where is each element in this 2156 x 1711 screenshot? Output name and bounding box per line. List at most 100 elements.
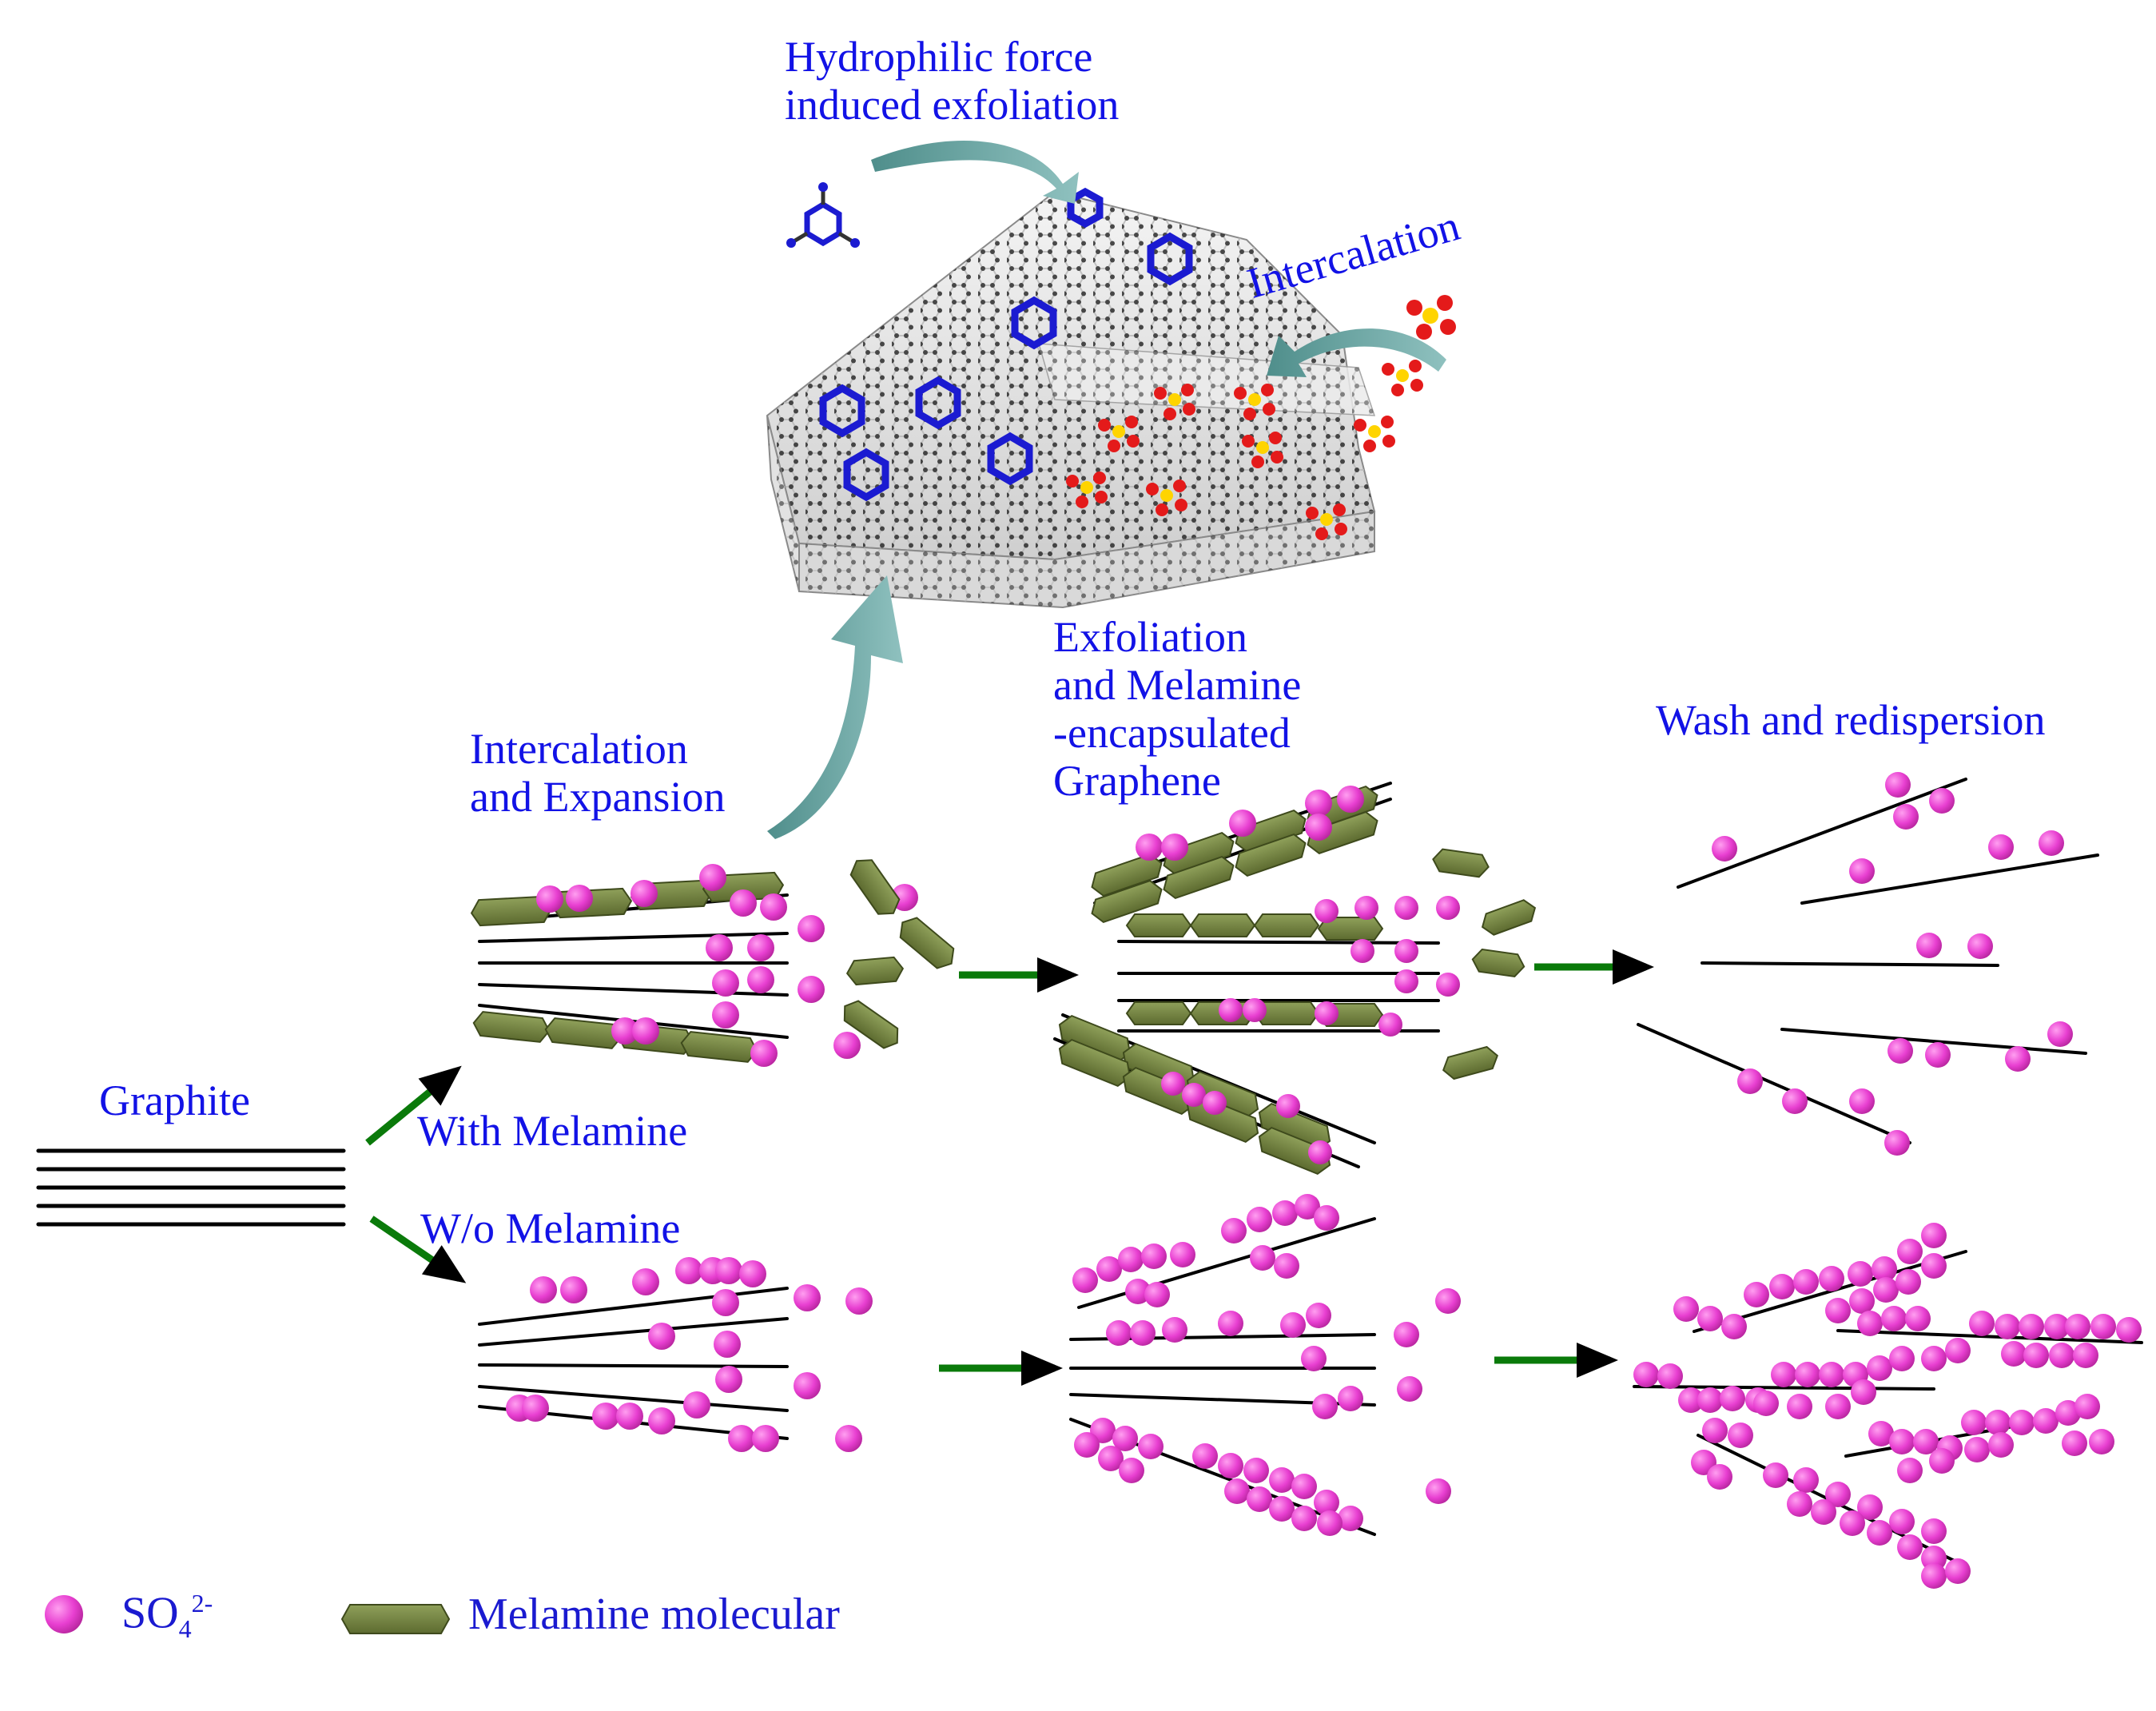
legend-melamine-label: Melamine molecular	[468, 1590, 840, 1639]
melamine-molecule	[1125, 913, 1192, 937]
sulfate-ion	[2023, 1343, 2049, 1368]
expanded-sheet	[478, 1363, 789, 1368]
melamine-molecule	[1163, 855, 1235, 900]
label-and-melamine: and Melamine	[1053, 661, 1302, 709]
sulfate-ion	[1887, 1038, 1913, 1064]
sulfate-ion	[760, 893, 787, 921]
sulfate-ion	[1247, 1207, 1272, 1232]
sulfate-ion	[1269, 1467, 1295, 1493]
graphene-block-illustration	[766, 141, 1456, 839]
free-melamine-molecule	[786, 182, 860, 248]
sulfate-ion	[1218, 1311, 1243, 1336]
sulfate-ion	[1295, 1194, 1320, 1220]
sulfate-ion	[1250, 1245, 1275, 1271]
sulfate-ion	[1394, 939, 1418, 963]
sulfate-ion	[1072, 1267, 1098, 1293]
sulfate-ion	[715, 1366, 742, 1393]
sulfate-ion	[2033, 1408, 2059, 1434]
sulfate-ion	[1707, 1464, 1732, 1490]
sulfate-ion	[730, 889, 757, 917]
graphene-sheet	[1836, 1329, 2143, 1344]
expanded-sheet	[478, 1317, 789, 1347]
melamine-molecule	[1235, 809, 1307, 854]
sulfate-ion	[592, 1403, 619, 1430]
legend-so4-subscript: 4	[178, 1614, 192, 1643]
sulfate-ion	[1929, 788, 1955, 814]
sulfate-ion	[699, 864, 726, 891]
sulfate-ion	[1913, 1429, 1939, 1454]
sulfate-ion	[1394, 969, 1418, 993]
sulfate-ion	[1312, 1394, 1338, 1419]
sulfate-ion	[2001, 1341, 2027, 1367]
sulfate-ion	[1897, 1458, 1923, 1483]
sulfate-ion	[1720, 1386, 1745, 1411]
sulfate-ion	[1125, 1279, 1151, 1304]
melamine-molecule	[843, 1000, 899, 1049]
sulfate-ion	[1851, 1379, 1876, 1405]
sulfate-ion	[1964, 1437, 1990, 1462]
sulfate-ion	[1291, 1506, 1317, 1531]
sulfate-ion	[1306, 1303, 1331, 1328]
sulfate-ion	[1317, 1510, 1343, 1536]
melamine-molecule	[1091, 879, 1163, 924]
legend-melamine-swatch	[340, 1604, 451, 1634]
exfoliated-sheet	[1117, 940, 1440, 945]
sulfate-ion	[1881, 1306, 1907, 1331]
sulfate-ion	[750, 1040, 778, 1067]
sulfate-ion	[1219, 998, 1243, 1022]
sulfate-ion	[1136, 834, 1163, 861]
sulfate-ion	[2039, 830, 2064, 856]
sulfate-ion	[530, 1276, 557, 1303]
sulfate-ion	[2047, 1021, 2073, 1047]
sulfate-ion	[2065, 1314, 2090, 1339]
sulfate-ion	[728, 1425, 755, 1452]
melamine-molecule	[1481, 899, 1537, 936]
sulfate-ion	[1426, 1478, 1451, 1504]
sulfate-ion	[1315, 1001, 1339, 1025]
sulfate-ion	[1849, 1088, 1875, 1114]
sulfate-ion	[1229, 810, 1256, 837]
sulfate-ion	[715, 1257, 742, 1284]
sulfate-ion	[1162, 1317, 1187, 1343]
sulfate-ion	[1916, 933, 1942, 958]
sulfate-ion	[630, 880, 658, 907]
sulfate-ion	[2090, 1314, 2116, 1339]
sulfate-ion	[833, 1032, 861, 1059]
legend-so4-superscript: 2-	[191, 1589, 213, 1617]
sulfate-ion	[1435, 1288, 1461, 1314]
legend-so4-swatch	[45, 1595, 83, 1633]
melamine-molecule	[1163, 831, 1235, 876]
sulfate-ion	[1884, 1130, 1910, 1156]
sulfate-ion	[1825, 1298, 1851, 1323]
label-with-melamine: With Melamine	[417, 1107, 688, 1155]
arrow-with-stage1-to-stage2-head	[1037, 957, 1079, 993]
sulfate-ion	[1840, 1510, 1865, 1536]
sulfate-ion	[1338, 1386, 1363, 1411]
sulfate-ion	[1795, 1362, 1820, 1387]
sulfate-ion	[1305, 790, 1332, 817]
sulfate-ion	[794, 1284, 821, 1311]
sulfate-ion	[1885, 772, 1911, 798]
sulfate-ion	[1378, 1013, 1402, 1037]
sulfate-ion	[798, 976, 825, 1003]
expanded-sheet	[478, 1287, 789, 1326]
sulfate-ion	[1961, 1410, 1987, 1435]
sulfate-ion	[1905, 1306, 1931, 1331]
sulfate-ion	[2116, 1317, 2142, 1343]
sulfate-ion	[1338, 1506, 1363, 1531]
sulfate-ion	[1769, 1274, 1795, 1299]
sulfate-ion	[1825, 1482, 1851, 1507]
sulfate-ion	[1702, 1418, 1728, 1443]
melamine-molecule	[1307, 810, 1378, 855]
label-and-expansion: and Expansion	[470, 773, 726, 821]
sulfate-ion	[1096, 1256, 1122, 1282]
sulfate-ion	[1314, 1205, 1339, 1231]
melamine-molecule	[899, 917, 955, 969]
label-induced-exfoliation: induced exfoliation	[785, 81, 1120, 129]
graphene-sheet	[1633, 1385, 1935, 1391]
sulfate-ion	[1889, 1346, 1915, 1371]
arrow-with-melamine-head	[418, 1065, 462, 1106]
sulfate-ion	[1728, 1423, 1753, 1448]
